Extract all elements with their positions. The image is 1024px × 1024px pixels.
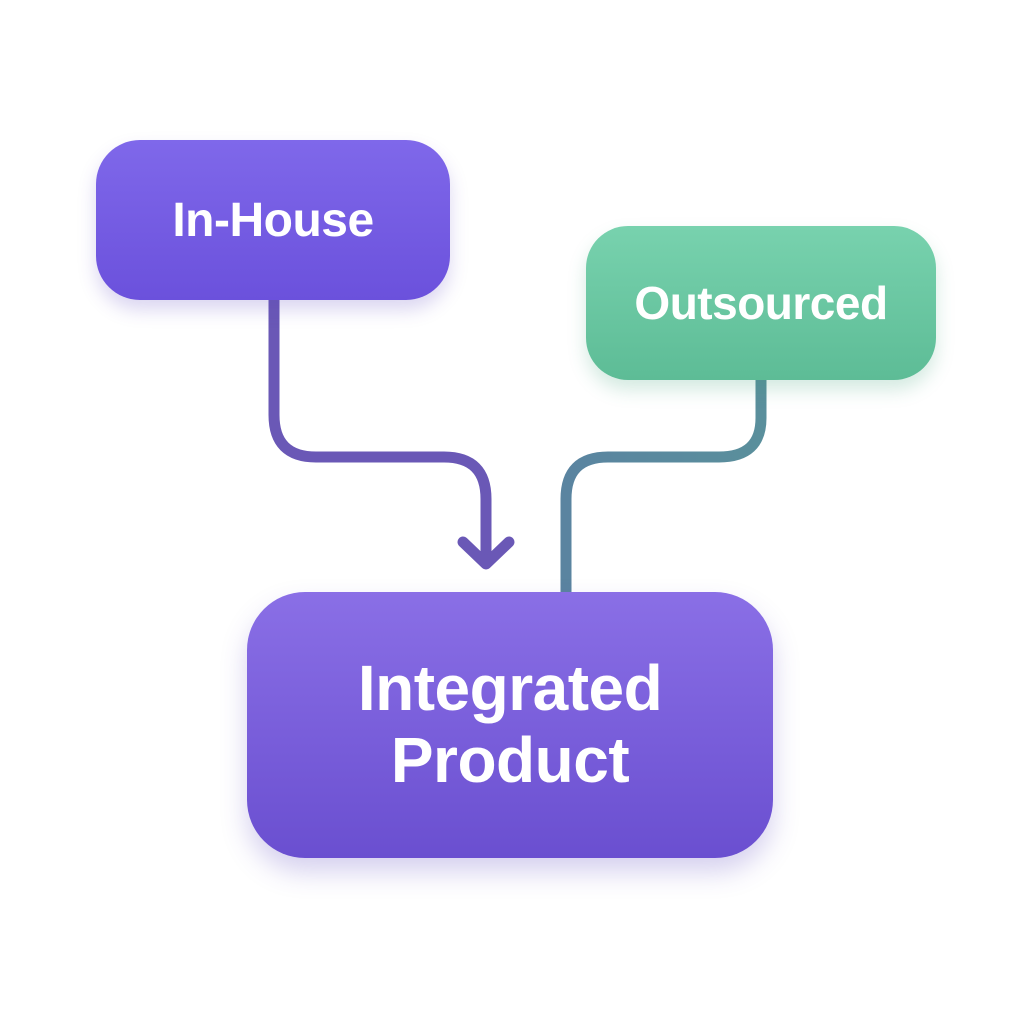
integrated-product-node[interactable]: Integrated Product — [247, 592, 773, 858]
connector-outsourced-to-integrated — [560, 380, 767, 594]
outsourced-node[interactable]: Outsourced — [586, 226, 936, 380]
connector-in-house-to-integrated — [268, 294, 492, 568]
integrated-label-line2: Product — [390, 724, 630, 796]
arrowhead-icon — [457, 536, 515, 570]
in-house-label: In-House — [172, 193, 374, 247]
in-house-node[interactable]: In-House — [96, 140, 450, 300]
outsourced-label: Outsourced — [634, 277, 888, 329]
integrated-label-line1: Integrated — [357, 652, 663, 725]
